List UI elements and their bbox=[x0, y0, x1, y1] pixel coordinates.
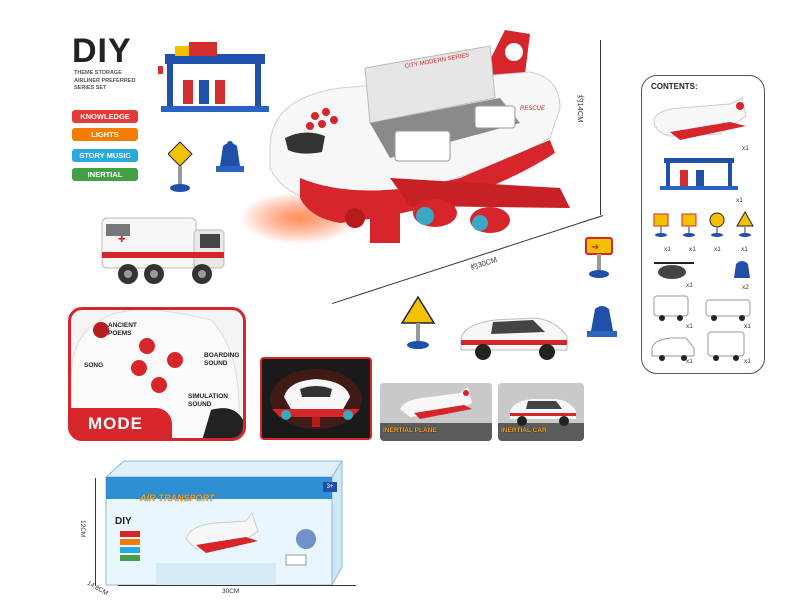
package-brand: AIR-TRANSPORT bbox=[140, 493, 215, 503]
svg-text:RESCUE: RESCUE bbox=[520, 106, 546, 112]
mode-label-boarding-sound: BOARDING SOUND bbox=[204, 352, 240, 367]
contents-qty: x1 bbox=[736, 197, 743, 204]
lights-plane-thumbnail bbox=[260, 357, 372, 440]
subtitle-line: AIRLINER PREFERRED bbox=[74, 77, 136, 84]
package-age-badge: 3+ bbox=[323, 482, 337, 492]
mode-title: MODE bbox=[70, 408, 172, 439]
box-width-line bbox=[118, 585, 356, 586]
mode-label-ancient-poems: ANCIENT POEMS bbox=[108, 322, 137, 337]
contents-qty: x1 bbox=[686, 323, 693, 330]
inertial-plane-thumbnail bbox=[380, 383, 492, 441]
inertial-car-label: INERTIAL CAR bbox=[501, 427, 547, 434]
page-title: DIY bbox=[72, 32, 132, 70]
inertial-car-illustration bbox=[498, 383, 584, 441]
inertial-plane-illustration bbox=[380, 383, 492, 441]
package-box-illustration bbox=[104, 459, 343, 587]
feature-badge-lights: LIGHTS bbox=[72, 128, 138, 141]
road-signs-illustration bbox=[168, 141, 244, 192]
feature-badge-story-music: STORY MUSIC bbox=[72, 149, 138, 162]
patrol-car-illustration bbox=[460, 317, 568, 360]
height-dimension-label: 约14CM bbox=[576, 95, 585, 123]
gas-station-illustration bbox=[158, 42, 269, 112]
contents-illustrations bbox=[651, 97, 754, 361]
svg-text:➜: ➜ bbox=[591, 242, 599, 253]
subtitle-line: THEME STORAGE bbox=[74, 70, 122, 76]
mode-label-simulation-sound: SIMULATION SOUND bbox=[188, 393, 228, 408]
box-width-label: 30CM bbox=[222, 588, 240, 595]
mode-label-song: SONG bbox=[84, 362, 104, 369]
subtitle-line: SERIES SET bbox=[74, 85, 107, 91]
roadwork-sign-illustration bbox=[400, 295, 436, 349]
contents-qty: x1 bbox=[741, 246, 748, 253]
mode-panel bbox=[68, 307, 246, 441]
lights-plane-illustration bbox=[270, 369, 362, 429]
arrow-sign-illustration: ➜ bbox=[585, 237, 613, 278]
contents-qty: x1 bbox=[744, 323, 751, 330]
traffic-cone-illustration bbox=[587, 306, 617, 337]
feature-badge-inertial: INERTIAL bbox=[72, 168, 138, 181]
inertial-plane-label: INERTIAL PLANE bbox=[383, 427, 437, 434]
inertial-car-thumbnail bbox=[498, 383, 584, 441]
contents-title: CONTENTS: bbox=[651, 82, 698, 91]
contents-qty: x1 bbox=[744, 358, 751, 365]
svg-text:✚: ✚ bbox=[118, 234, 126, 244]
airplane-illustration: CITY MODERN SERIES RESCUE bbox=[240, 30, 570, 244]
contents-qty: x1 bbox=[742, 145, 749, 152]
contents-qty: x1 bbox=[686, 282, 693, 289]
ambulance-illustration: ✚ bbox=[101, 217, 225, 284]
contents-qty: x1 bbox=[714, 246, 721, 253]
height-dimension-line bbox=[600, 40, 601, 215]
subtitle: THEME STORAGE AIRLINER PREFERRED SERIES … bbox=[74, 70, 184, 93]
box-height-line bbox=[95, 478, 96, 586]
feature-badge-knowledge: KNOWLEDGE bbox=[72, 110, 138, 123]
box-height-label: 12CM bbox=[79, 520, 86, 538]
contents-qty: x1 bbox=[664, 246, 671, 253]
contents-qty: x1 bbox=[686, 358, 693, 365]
contents-qty: x2 bbox=[742, 284, 749, 291]
mode-controller-illustration bbox=[71, 310, 243, 438]
contents-qty: x1 bbox=[689, 246, 696, 253]
package-diy: DIY bbox=[115, 516, 132, 527]
